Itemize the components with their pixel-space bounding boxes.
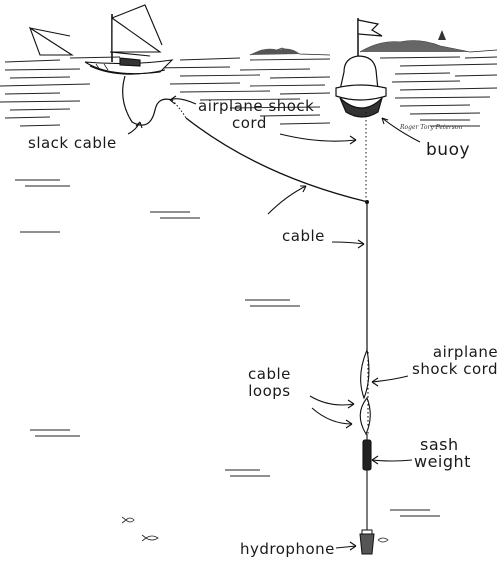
sailboat [28,4,174,75]
hydrophone [359,529,375,555]
sash-weight [362,434,372,471]
distant-shore [249,30,497,56]
artist-signature: Roger Tory Peterson [400,124,463,131]
label-airplane-shock-cord-bottom-line1: airplane [432,343,497,361]
water-surface [0,56,497,517]
cable-loops [359,348,371,436]
slack-cable-line [122,75,173,126]
leader-arrows [127,95,421,551]
label-airplane-shock-cord-bottom-line2: shock cord [412,360,497,378]
label-airplane-shock-cord-top-line2: cord [232,114,267,132]
label-sash-weight-line1: sash [420,435,459,454]
main-cable [185,117,369,203]
label-cable-loops-line1: cable [248,365,291,383]
label-airplane-shock-cord-top-line1: airplane shock [198,97,315,115]
small-fish [121,516,389,543]
label-slack-cable: slack cable [28,134,117,152]
label-buoy: buoy [426,140,471,160]
label-cable: cable [282,227,325,245]
label-sash-weight-line2: weight [414,452,471,471]
buoy [335,18,387,118]
boat-shock-cord [171,99,187,119]
label-airplane-shock-cord-top: airplane shock cord [198,98,314,132]
label-hydrophone: hydrophone [240,540,335,558]
label-sash-weight: sash weight [414,436,471,470]
label-cable-loops: cable loops [248,366,291,400]
label-cable-loops-line2: loops [248,382,291,400]
label-airplane-shock-cord-bottom: airplane shock cord [412,344,497,378]
